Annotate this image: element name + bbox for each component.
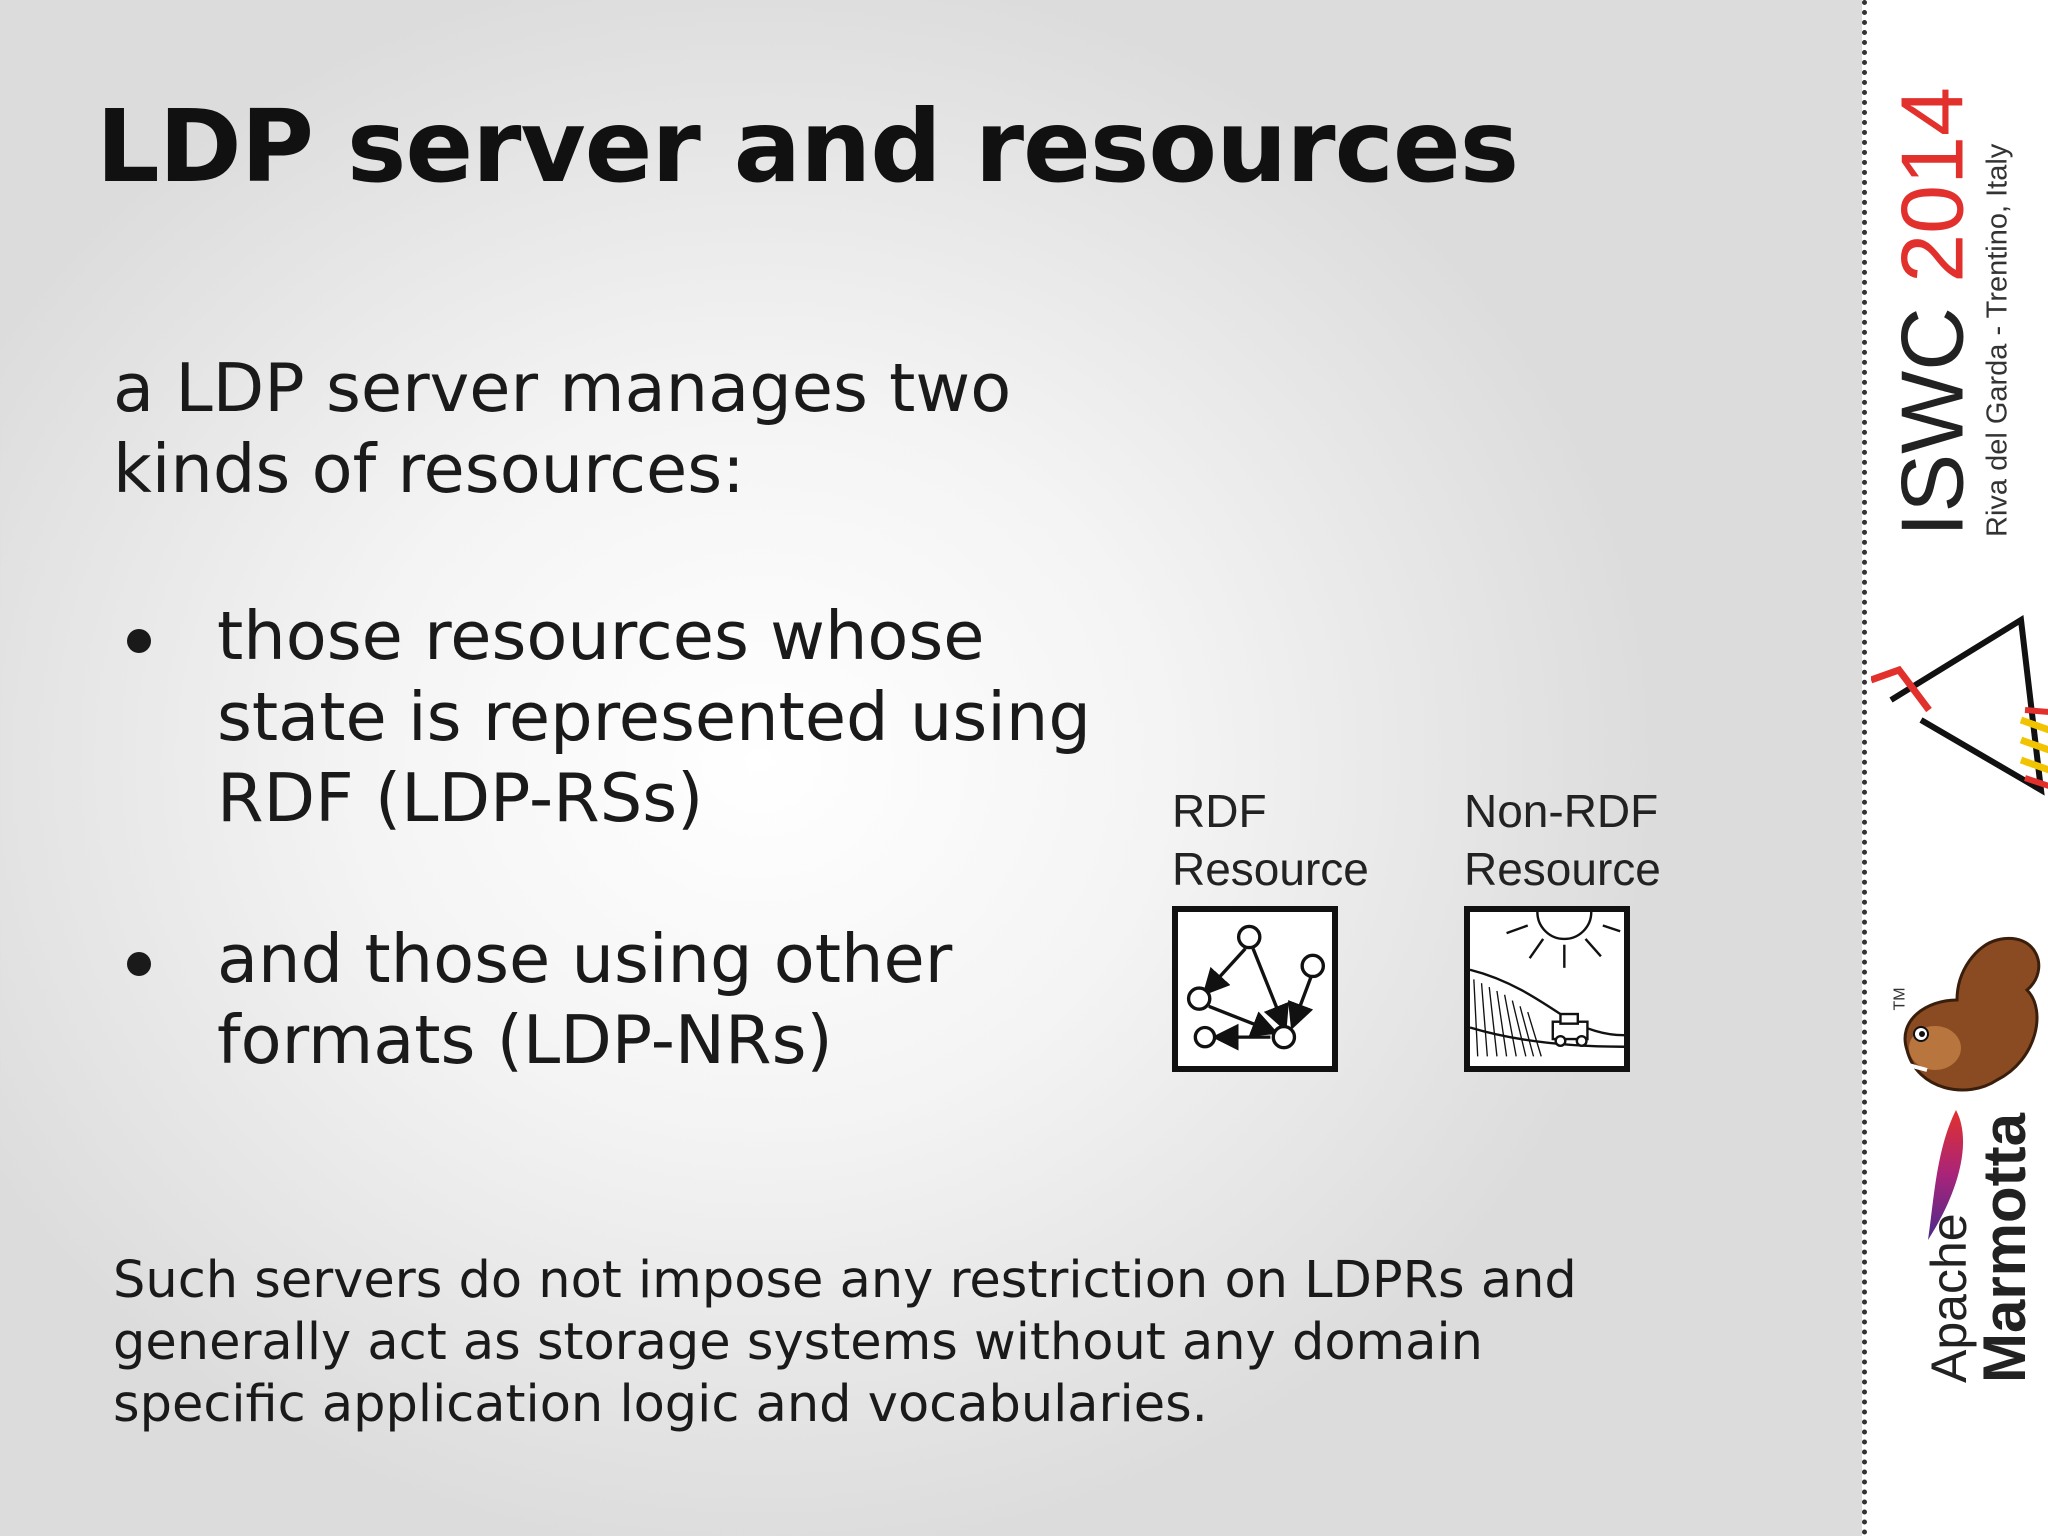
iswc-logo: ISWC 2014 Riva del Garda - Trentino, Ita… <box>1883 87 2015 537</box>
rdf-graph-icon <box>1172 906 1338 1072</box>
bullet-item-rdf-resources: those resources whose state is represent… <box>113 596 1173 839</box>
intro-text: a LDP server manages two kinds of resour… <box>113 349 1012 508</box>
bullet-dot-icon <box>127 629 151 653</box>
trademark-mark: TM <box>1891 987 1909 1011</box>
apache-feather-icon <box>1928 1110 1964 1240</box>
bullet-text: and those using other formats (LDP-NRs) <box>217 920 953 1079</box>
conference-location: Riva del Garda - Trentino, Italy <box>1981 143 2014 537</box>
bullet-list: those resources whose state is represent… <box>113 596 1173 1081</box>
bullet-text: those resources whose state is represent… <box>217 597 1091 837</box>
landscape-image-icon <box>1464 906 1630 1072</box>
mountain-logo-icon <box>1871 614 2048 796</box>
slide: LDP server and resources a LDP server ma… <box>96 88 1694 1434</box>
non-rdf-resource-label: Non-RDF Resource <box>1464 785 1661 895</box>
rdf-resource-figure: RDF Resource <box>1172 782 1402 1072</box>
bullet-item-non-rdf-resources: and those using other formats (LDP-NRs) <box>113 919 1173 1081</box>
non-rdf-resource-figure: Non-RDF Resource <box>1464 782 1694 1072</box>
conference-year: 2014 <box>1882 87 1982 283</box>
bullet-dot-icon <box>127 952 151 976</box>
rdf-resource-label: RDF Resource <box>1172 785 1369 895</box>
footer-text: Such servers do not impose any restricti… <box>113 1251 1577 1434</box>
conference-name: ISWC <box>1882 307 1982 537</box>
slide-title: LDP server and resources <box>96 88 1519 205</box>
marmot-mascot-icon <box>1903 936 2041 1092</box>
marmotta-label: Marmotta <box>1971 1112 2038 1384</box>
sidebar-branding: ISWC 2014 Riva del Garda - Trentino, Ita… <box>1862 0 2048 1536</box>
